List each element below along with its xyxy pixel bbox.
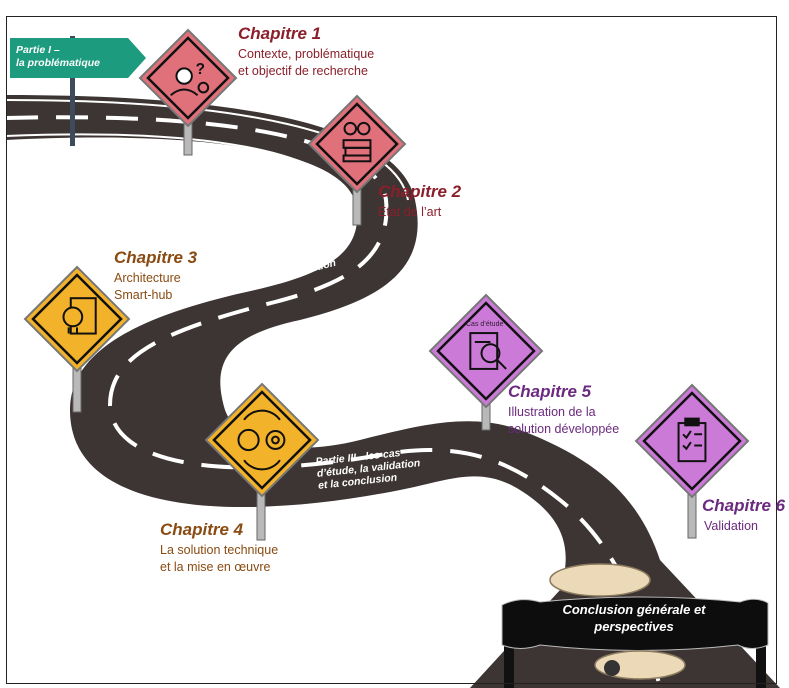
chapter-2-title: Chapitre 2	[378, 182, 462, 201]
conclusion-post-right	[756, 640, 766, 688]
chapter-4-sign	[204, 382, 320, 498]
chapter-2-desc: Etat de l’art	[378, 205, 442, 219]
svg-text:?: ?	[196, 61, 205, 78]
chapter-6-desc: Validation	[704, 519, 758, 533]
car	[549, 563, 651, 597]
chapter-5-sign	[428, 293, 544, 409]
lightbulb-gear-icon	[237, 409, 286, 471]
chapter-1-desc: Contexte, problématique et objectif de r…	[238, 47, 375, 78]
conclusion-label: Conclusion générale et perspectives	[562, 602, 706, 634]
chapter-3-desc: Architecture Smart-hub	[114, 271, 181, 302]
lightbulb-document-icon	[62, 297, 97, 335]
chapter-1-title: Chapitre 1	[238, 24, 322, 43]
road-edge-line	[5, 99, 409, 201]
chapter-4-desc: La solution technique et la mise en œuvr…	[160, 543, 279, 574]
part1-sign	[10, 38, 146, 78]
road	[6, 95, 780, 688]
case-study-tag: Cas d’étude	[466, 321, 504, 328]
chapter-6-title: Chapitre 6	[702, 496, 786, 515]
conclusion-banner	[501, 596, 769, 651]
car-wheel	[604, 660, 620, 676]
chapter-6-sign	[634, 383, 750, 499]
chapter-3-title: Chapitre 3	[114, 248, 198, 267]
road-edge-line	[5, 133, 351, 206]
chapter-3-sign	[23, 265, 131, 373]
part1-post	[70, 36, 75, 146]
chapter-1-sign: ?	[138, 28, 238, 128]
checklist-clipboard-icon	[677, 417, 707, 463]
magnifier-document-icon	[469, 332, 507, 370]
books-glasses-icon	[342, 121, 372, 163]
chapter-2-sign	[307, 94, 407, 194]
chapter-5-title: Chapitre 5	[508, 382, 592, 401]
figure-frame	[6, 16, 777, 684]
chapter-5-desc: Illustration de la solution développée	[508, 405, 620, 436]
part1-label: Partie I – la problématique	[16, 44, 101, 69]
researcher-question-icon: ?	[170, 61, 210, 97]
chapter-4-title: Chapitre 4	[160, 520, 244, 539]
conclusion-post-left	[504, 640, 514, 688]
